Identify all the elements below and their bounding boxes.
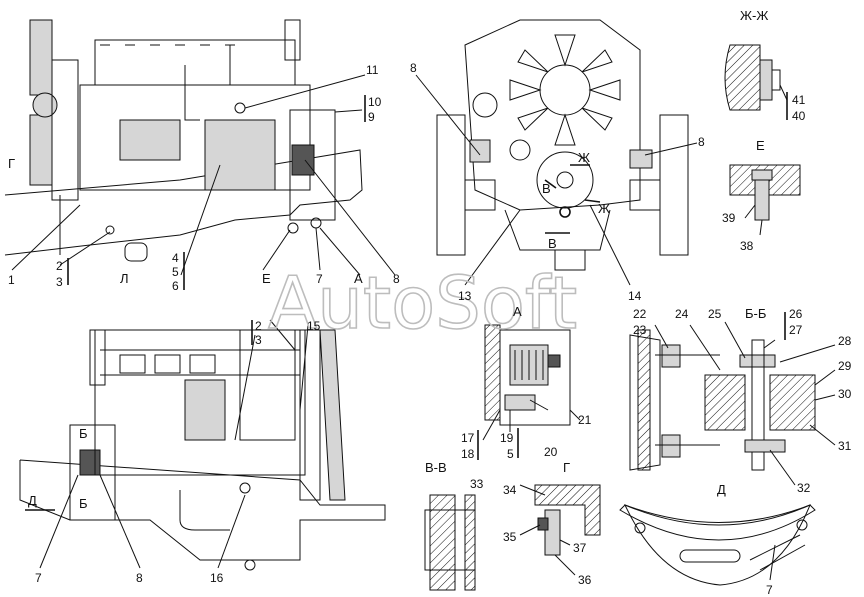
callout-5-a: 5 bbox=[507, 447, 514, 461]
mark-b-1: Б bbox=[79, 426, 88, 441]
leader-lines-bb bbox=[654, 312, 836, 486]
callout-20: 20 bbox=[544, 445, 558, 459]
callout-1: 1 bbox=[8, 273, 15, 287]
title-section-vv: В-В bbox=[425, 460, 447, 475]
view-letter-g: Г bbox=[8, 156, 15, 171]
section-zh-zh bbox=[724, 44, 788, 120]
title-section-bb: Б-Б bbox=[745, 306, 766, 321]
callout-23: 23 bbox=[633, 323, 647, 337]
detail-e bbox=[729, 164, 801, 236]
callout-6: 6 bbox=[172, 279, 179, 293]
detail-a bbox=[477, 324, 581, 460]
title-detail-a: А bbox=[513, 304, 522, 319]
mark-zh-2: Ж bbox=[598, 201, 610, 216]
callout-35: 35 bbox=[503, 530, 517, 544]
callout-18: 18 bbox=[461, 447, 475, 461]
callout-36: 36 bbox=[578, 573, 592, 587]
engine-side-view-top bbox=[4, 19, 363, 262]
mark-v-2: В bbox=[548, 236, 557, 251]
mark-d: Д bbox=[28, 493, 37, 508]
callout-8-bottom: 8 bbox=[136, 571, 143, 585]
callout-8-front-left: 8 bbox=[410, 61, 417, 75]
callout-28: 28 bbox=[838, 334, 852, 348]
callout-24: 24 bbox=[675, 307, 689, 321]
callout-2: 2 bbox=[56, 259, 63, 273]
view-letter-e: Е bbox=[262, 271, 271, 286]
mark-v-1: В bbox=[542, 181, 551, 196]
callout-38: 38 bbox=[740, 239, 754, 253]
callout-21: 21 bbox=[578, 413, 592, 427]
callout-26: 26 bbox=[789, 307, 803, 321]
callout-9: 9 bbox=[368, 110, 375, 124]
callout-7-top: 7 bbox=[316, 272, 323, 286]
view-letter-a: А bbox=[354, 271, 363, 286]
callout-29: 29 bbox=[838, 359, 852, 373]
engine-side-view-bottom bbox=[19, 319, 386, 571]
callout-14: 14 bbox=[628, 289, 642, 303]
section-b-b bbox=[629, 329, 816, 471]
callout-13: 13 bbox=[458, 289, 472, 303]
mark-zh-1: Ж bbox=[578, 150, 590, 165]
callout-17: 17 bbox=[461, 431, 475, 445]
callout-39: 39 bbox=[722, 211, 736, 225]
callout-15: 15 bbox=[307, 319, 321, 333]
callout-8-front-right: 8 bbox=[698, 135, 705, 149]
callout-5: 5 bbox=[172, 265, 179, 279]
callout-16: 16 bbox=[210, 571, 224, 585]
leader-lines-bottom-left bbox=[39, 320, 309, 569]
callout-34: 34 bbox=[503, 483, 517, 497]
leader-lines-front bbox=[415, 74, 698, 286]
callout-22: 22 bbox=[633, 307, 647, 321]
callout-27: 27 bbox=[789, 323, 803, 337]
detail-g bbox=[519, 484, 601, 576]
watermark: AutoSoft bbox=[268, 261, 577, 345]
callout-3-bottom: 3 bbox=[255, 333, 262, 347]
callout-2-bottom: 2 bbox=[255, 319, 262, 333]
title-detail-e: Е bbox=[756, 138, 765, 153]
callout-3: 3 bbox=[56, 275, 63, 289]
callout-33: 33 bbox=[470, 477, 484, 491]
title-detail-d: Д bbox=[717, 482, 726, 497]
callout-37: 37 bbox=[573, 541, 587, 555]
callout-8-top: 8 bbox=[393, 272, 400, 286]
title-detail-g: Г bbox=[563, 460, 570, 475]
callout-32: 32 bbox=[797, 481, 811, 495]
callout-31: 31 bbox=[838, 439, 852, 453]
title-section-zh: Ж-Ж bbox=[740, 8, 768, 23]
view-letter-l: Л bbox=[120, 271, 129, 286]
callout-10: 10 bbox=[368, 95, 382, 109]
callout-25: 25 bbox=[708, 307, 722, 321]
callout-30: 30 bbox=[838, 387, 852, 401]
callout-11: 11 bbox=[366, 63, 379, 77]
engine-front-view bbox=[436, 19, 689, 271]
callout-7-d: 7 bbox=[766, 583, 773, 597]
detail-d bbox=[619, 504, 816, 586]
callout-7-bottom: 7 bbox=[35, 571, 42, 585]
callout-40: 40 bbox=[792, 109, 806, 123]
callout-19: 19 bbox=[500, 431, 514, 445]
section-v-v bbox=[424, 494, 476, 591]
leader-lines-top-left bbox=[11, 74, 396, 290]
mark-b-2: Б bbox=[79, 496, 88, 511]
callout-41: 41 bbox=[792, 93, 806, 107]
callout-4: 4 bbox=[172, 251, 179, 265]
